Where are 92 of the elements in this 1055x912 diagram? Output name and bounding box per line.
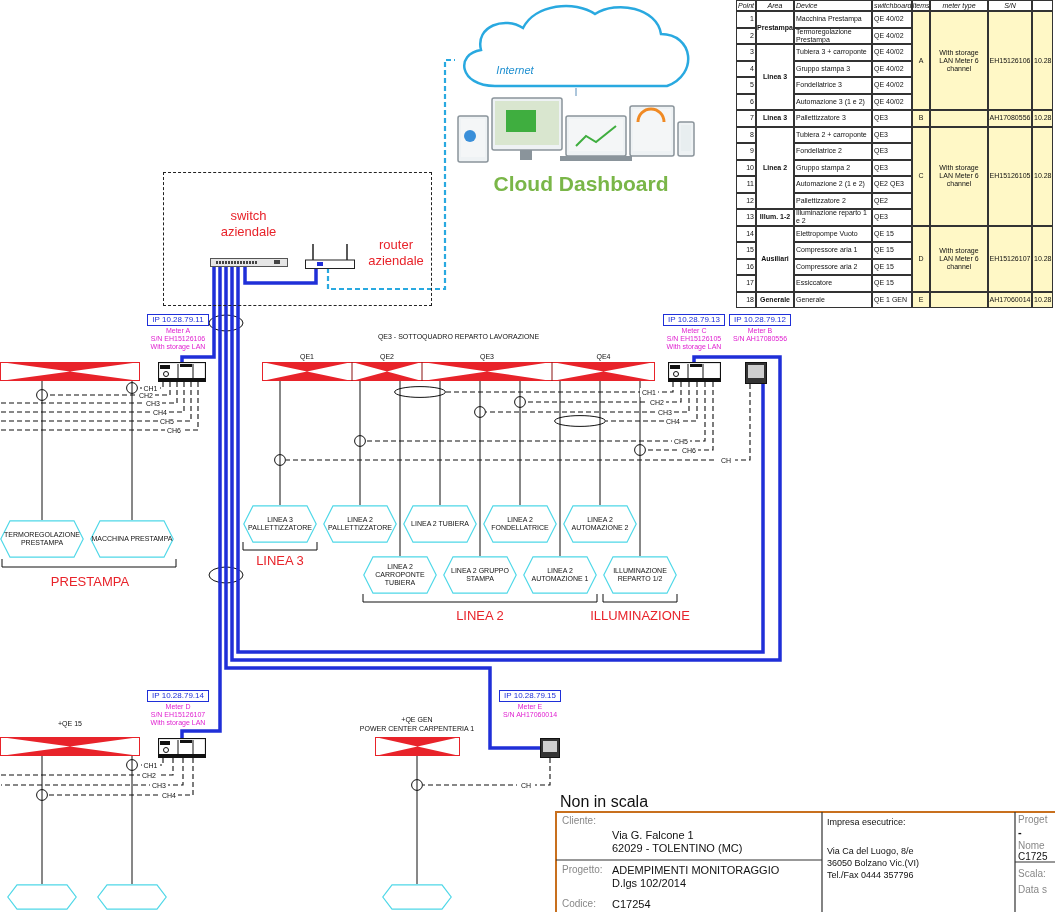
ip-address-label: IP 10.28.79.15: [499, 690, 561, 702]
device-label: switch aziendale: [219, 208, 278, 240]
connector-line: [131, 755, 133, 885]
ip-address-label: IP 10.28.79.14: [147, 690, 209, 702]
load-hexagon: [382, 884, 452, 910]
connector-line: [439, 380, 441, 506]
field-value: 62029 - TOLENTINO (MC): [612, 842, 744, 856]
signal-line: [0, 381, 178, 404]
signal-line: [137, 381, 164, 389]
dashboard-title: Cloud Dashboard: [492, 172, 670, 196]
connector-line: [639, 380, 641, 557]
field-value: Tel./Fax 0444 357796: [827, 870, 915, 881]
connector-line: [359, 380, 361, 506]
network-cable: [224, 266, 540, 750]
signal-line: [47, 757, 194, 796]
group-label: PRESTAMPA: [49, 574, 131, 590]
connector-line: [279, 380, 281, 506]
current-transformer-symbol: [394, 386, 446, 398]
network-enclosure: [163, 172, 432, 306]
signal-line: [47, 381, 171, 396]
signal-line: [485, 381, 690, 413]
connector-line: [41, 380, 43, 521]
field-value: -: [1018, 826, 1023, 840]
connector-line: [416, 755, 418, 885]
signal-line: [645, 381, 714, 451]
group-label: LINEA 2: [455, 608, 505, 624]
current-transformer-symbol: [554, 415, 606, 427]
current-transformer-symbol: [354, 435, 366, 447]
connector-line: [559, 380, 561, 557]
field-label: Progetto:: [562, 864, 604, 876]
signal-line: [0, 381, 185, 413]
energy-meter-drawing: [158, 738, 206, 758]
connector-line: [519, 380, 521, 506]
connector-line: [41, 755, 43, 885]
group-label: ILLUMINAZIONE: [589, 608, 691, 624]
field-label: Codice:: [562, 898, 597, 910]
signal-line: [365, 381, 706, 442]
field-label: Scala:: [1018, 868, 1047, 880]
current-transformer-symbol: [36, 389, 48, 401]
signal-line: [0, 381, 192, 422]
field-value: ADEMPIMENTI MONITORAGGIO D.lgs 102/2014: [612, 864, 781, 891]
current-transformer-symbol: [274, 454, 286, 466]
load-hexagon: [97, 884, 167, 910]
network-switch-drawing: [210, 258, 288, 267]
connector-line: [575, 87, 577, 97]
energy-meter-drawing: [668, 362, 721, 382]
network-cable: [180, 266, 222, 738]
connector-line: [599, 380, 601, 506]
field-value: Via Ca del Luogo, 8/e: [827, 846, 915, 857]
device-label: router aziendale: [367, 237, 425, 269]
devices-drawing: [456, 96, 696, 166]
connector-line: [131, 380, 133, 521]
field-label: Nome: [1018, 840, 1046, 852]
field-value: C17254: [612, 898, 652, 912]
router-drawing: [305, 244, 355, 269]
signal-line: [445, 381, 674, 393]
field-label: Data s: [1018, 884, 1048, 896]
signal-line: [422, 757, 551, 786]
current-transformer-symbol: [634, 444, 646, 456]
field-label: Cliente:: [562, 815, 597, 827]
signal-line: [285, 383, 751, 461]
current-transformer-symbol: [126, 759, 138, 771]
signal-line: [0, 381, 199, 431]
network-cable: [243, 266, 318, 285]
current-transformer-symbol: [36, 789, 48, 801]
current-transformer-symbol: [474, 406, 486, 418]
load-hexagon: [7, 884, 77, 910]
connector-line: [399, 380, 401, 557]
ip-address-label: IP 10.28.79.11: [147, 314, 209, 326]
connector-line: [479, 380, 481, 557]
field-value: C1725: [1018, 851, 1049, 863]
cloud-label: Internet: [495, 64, 535, 76]
signal-line: [0, 757, 184, 786]
current-transformer-symbol: [514, 396, 526, 408]
energy-meter-drawing: [540, 738, 560, 758]
connector-line: [326, 58, 455, 291]
signal-line: [605, 381, 698, 422]
field-value: Via G. Falcone 1: [612, 829, 695, 843]
scale-note: Non in scala: [560, 792, 650, 812]
ip-address-label: IP 10.28.79.13: [663, 314, 725, 326]
energy-meter-drawing: [745, 362, 767, 384]
signal-line: [525, 381, 682, 403]
signal-line: [0, 757, 174, 776]
field-value: 36050 Bolzano Vic.(VI): [827, 858, 920, 869]
field-label: Impresa esecutrice:: [827, 817, 907, 828]
network-cable: [180, 266, 216, 362]
group-label: LINEA 3: [255, 553, 305, 569]
field-label: Proget: [1018, 814, 1049, 826]
ip-address-label: IP 10.28.79.12: [729, 314, 791, 326]
current-transformer-symbol: [411, 779, 423, 791]
energy-meter-drawing: [158, 362, 206, 382]
current-transformer-symbol: [126, 382, 138, 394]
